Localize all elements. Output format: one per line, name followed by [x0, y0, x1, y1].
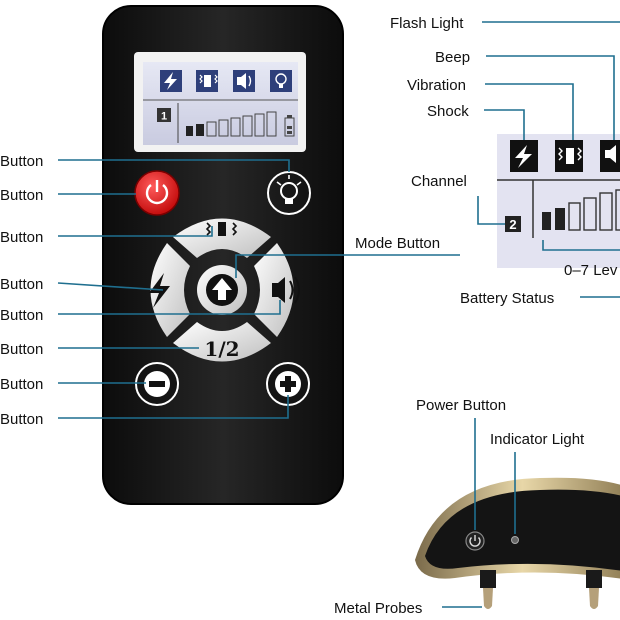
- label-indicator-light: Indicator Light: [490, 431, 585, 448]
- minus-button[interactable]: [135, 362, 179, 406]
- label-vibration: Vibration: [407, 77, 466, 94]
- receiver-callouts: Power Button Indicator Light Metal Probe…: [334, 397, 585, 617]
- mode-button[interactable]: [197, 265, 247, 315]
- mode-callout: Mode Button: [235, 235, 460, 278]
- plus-button[interactable]: [266, 362, 310, 406]
- speaker-icon: [233, 70, 255, 92]
- remote-transmitter: 1: [102, 5, 344, 505]
- channel-button[interactable]: 1/2: [173, 322, 271, 362]
- vibration-button[interactable]: [173, 218, 271, 259]
- remote-level-bars: [186, 111, 277, 137]
- channel-button-label: 1/2: [204, 337, 239, 361]
- zoomed-level-bars: [542, 189, 620, 231]
- label-metal-probes: Metal Probes: [334, 600, 422, 617]
- lightning-icon: [160, 70, 182, 92]
- vibration-icon: [196, 70, 218, 92]
- channel-digit-box: 2: [505, 216, 521, 232]
- vibration-icon: [555, 140, 583, 172]
- label-flash-button: Button: [0, 153, 43, 170]
- remote-channel-indicator: 1: [157, 108, 171, 123]
- metal-probe: [480, 570, 496, 609]
- lcd-callouts: Flash Light Beep Vibration Shock Channel…: [390, 15, 620, 307]
- speaker-icon: [272, 276, 300, 304]
- vibration-icon: [205, 222, 238, 236]
- metal-probe: [586, 570, 602, 609]
- label-battery-status: Battery Status: [460, 290, 554, 307]
- label-power-button-receiver: Power Button: [416, 397, 506, 414]
- bulb-icon: [270, 70, 292, 92]
- direction-pad: 1/2: [149, 218, 300, 362]
- label-levels: 0–7 Lev: [564, 262, 618, 279]
- label-beep-button: Button: [0, 307, 43, 324]
- zoomed-lcd: 2: [497, 134, 620, 268]
- label-channel-button: Button: [0, 341, 43, 358]
- bulb-icon: [276, 175, 302, 204]
- label-plus-button: Button: [0, 411, 43, 428]
- label-power-button: Button: [0, 187, 43, 204]
- minus-icon: [144, 371, 170, 397]
- plus-icon: [275, 371, 301, 397]
- label-mode-button: Mode Button: [355, 235, 440, 252]
- battery-icon: [284, 115, 295, 137]
- label-flash-light: Flash Light: [390, 15, 464, 32]
- label-shock-button: Button: [0, 276, 43, 293]
- svg-text:2: 2: [509, 217, 516, 232]
- power-icon: [469, 535, 481, 547]
- left-callouts: Button Button Button Button Button Butto…: [0, 153, 290, 428]
- lightning-icon: [510, 140, 538, 172]
- power-icon: [145, 180, 169, 205]
- power-button[interactable]: [465, 531, 485, 551]
- remote-lcd: 1: [134, 52, 306, 152]
- collar-receiver: [415, 477, 620, 609]
- label-shock: Shock: [427, 103, 469, 120]
- label-channel: Channel: [411, 173, 467, 190]
- svg-text:1: 1: [161, 111, 167, 123]
- label-beep: Beep: [435, 49, 470, 66]
- indicator-light: [511, 536, 519, 544]
- up-arrow-icon: [206, 274, 238, 306]
- label-vibration-button: Button: [0, 229, 43, 246]
- label-minus-button: Button: [0, 376, 43, 393]
- speaker-icon: [600, 140, 620, 172]
- power-button[interactable]: [134, 170, 180, 216]
